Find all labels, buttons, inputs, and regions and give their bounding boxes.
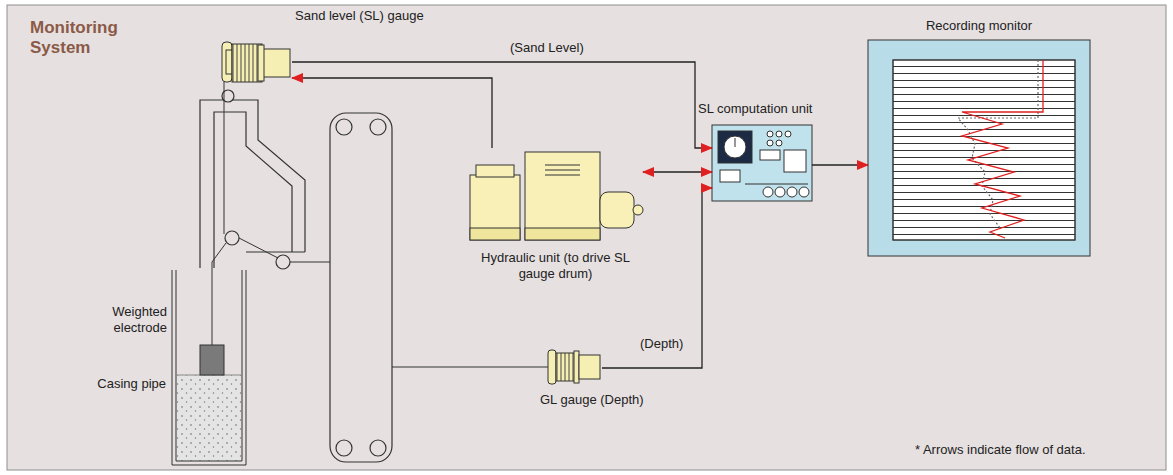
illustration-part	[336, 119, 352, 135]
illustration-part	[718, 131, 752, 163]
hydraulic-unit	[470, 152, 643, 240]
illustration-part	[600, 192, 634, 228]
illustration-part	[172, 270, 246, 465]
illustration-part	[745, 184, 808, 185]
illustration-part	[176, 270, 242, 461]
illustration-part	[776, 140, 782, 146]
illustration-part	[545, 165, 580, 166]
illustration-part	[767, 131, 773, 137]
illustration-part	[545, 170, 580, 171]
illustration-part	[222, 42, 232, 82]
component-node: Sand level (SL) gauge	[220, 38, 292, 86]
illustration-part	[785, 131, 791, 137]
illustration-part	[784, 150, 806, 172]
diagram-title: Monitoring System	[30, 18, 140, 59]
background-panel	[7, 5, 1166, 470]
belt-link	[392, 367, 548, 368]
illustration-part	[246, 251, 305, 252]
tower-frame	[200, 90, 305, 269]
data-connector	[602, 188, 712, 368]
weighted-electrode	[200, 345, 224, 375]
illustration-part	[212, 262, 213, 345]
recording-monitor	[868, 40, 1090, 256]
illustration-part	[893, 60, 1075, 240]
component-node: Recording monitor	[868, 40, 1090, 256]
illustration-part	[276, 255, 290, 269]
component-label: SL computation unit	[698, 101, 812, 117]
sand-level-trace	[962, 60, 1043, 238]
illustration-part	[212, 243, 226, 262]
component-node: Hydraulic unit (to drive SL gauge drum)	[468, 148, 643, 243]
component-node: SL computation unit	[712, 125, 812, 201]
data-connector	[292, 62, 712, 148]
illustration-part	[336, 440, 352, 456]
illustration-part	[224, 82, 225, 234]
illustration-part	[226, 50, 232, 74]
part-label: Weighted electrode	[95, 304, 167, 335]
part-label: Casing pipe	[60, 376, 166, 392]
illustration-part	[767, 140, 773, 146]
component-node: GL gauge (Depth)	[546, 350, 602, 386]
illustration-part	[799, 187, 809, 197]
component-label: Recording monitor	[868, 18, 1090, 34]
component-label: Hydraulic unit (to drive SL gauge drum)	[468, 250, 643, 281]
illustration-part	[176, 375, 242, 461]
illustration-part	[775, 187, 785, 197]
component-label: GL gauge (Depth)	[540, 392, 644, 408]
illustration-part	[525, 228, 600, 240]
component-label: Sand level (SL) gauge	[295, 8, 424, 24]
illustration-part	[763, 187, 773, 197]
illustration-part	[330, 113, 392, 462]
data-connector	[292, 78, 492, 148]
illustration-part	[720, 170, 740, 182]
illustration-part	[239, 238, 278, 258]
illustration-part	[787, 187, 797, 197]
data-connector	[643, 171, 712, 172]
signal-label: (Depth)	[640, 336, 683, 352]
gl-gauge	[548, 350, 600, 384]
note-text: * Arrows indicate flow of data.	[915, 442, 1155, 458]
illustration-part	[290, 262, 330, 263]
illustration-part	[214, 112, 292, 268]
illustration-part	[258, 45, 264, 81]
illustration-part	[470, 175, 520, 240]
sl-gauge-drum	[222, 42, 290, 82]
measuring-cable	[212, 82, 330, 345]
illustration-part	[370, 119, 386, 135]
illustration-part	[470, 228, 520, 240]
illustration-part	[370, 440, 386, 456]
illustration-part	[712, 125, 812, 201]
data-connector	[812, 164, 868, 165]
illustration-part	[893, 60, 1075, 240]
illustration-part	[574, 351, 579, 383]
illustration-part	[548, 350, 556, 384]
illustration-part	[735, 138, 736, 147]
illustration-part	[225, 231, 239, 245]
illustration-part	[760, 150, 780, 160]
illustration-part	[868, 40, 1090, 256]
illustration-part	[556, 353, 576, 381]
illustration-part	[262, 49, 290, 77]
computation-unit	[712, 125, 812, 201]
illustration-part	[476, 165, 514, 177]
illustration-part	[579, 355, 600, 379]
casing-pipe	[172, 270, 246, 465]
illustration-part	[200, 100, 305, 268]
belt-conveyor	[330, 113, 392, 462]
illustration-part	[724, 136, 746, 158]
signal-label: (Sand Level)	[510, 40, 584, 56]
illustration-part	[633, 205, 643, 215]
illustration-part	[525, 152, 600, 240]
illustration-part	[545, 175, 580, 176]
illustration-part	[776, 131, 782, 137]
